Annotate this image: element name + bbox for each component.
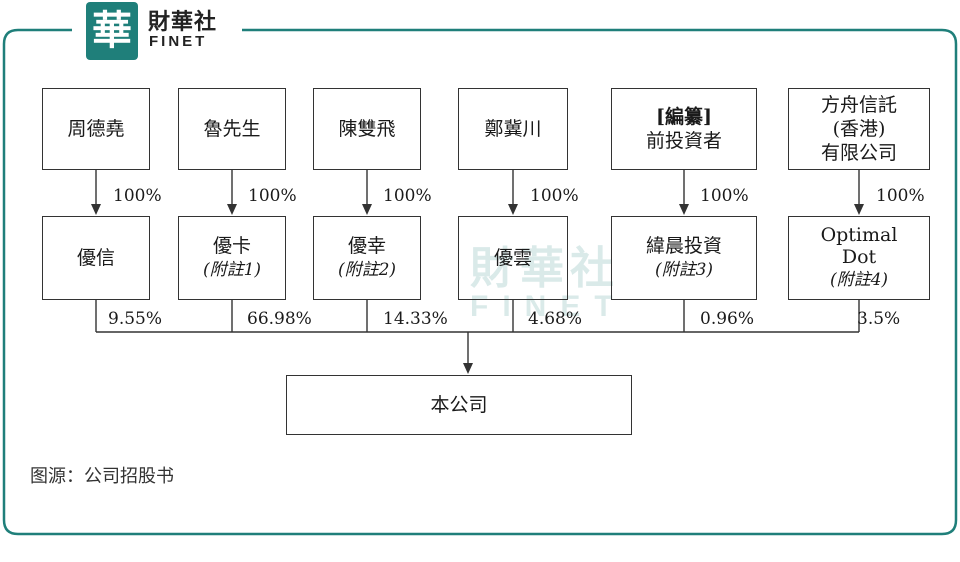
owner-arrowhead [679,204,689,215]
logo-text-en: FINET [149,33,208,50]
owner-box-2: 魯先生 [178,88,286,170]
owner-arrowhead [854,204,864,215]
owner-label: 鄭冀川 [484,118,542,140]
stake-pct-3: 14.33% [383,309,448,329]
holder-box-6: Optimal Dot (附註4) [788,216,930,300]
company-box: 本公司 [286,375,632,435]
frame-border [2,28,958,536]
holder-name: 緯晨投資 [645,235,722,257]
stake-pct-1: 9.55% [108,309,163,329]
source-caption: 图源：公司招股书 [30,466,174,487]
holder-box-2: 優卡 (附註1) [178,216,286,300]
holder-box-4: 優雲 [458,216,568,300]
owner-arrowhead [508,204,518,215]
holder-box-5: 緯晨投資 (附註3) [611,216,757,300]
owner-box-3: 陳雙飛 [313,88,421,170]
stake-pct-5: 0.96% [700,309,755,329]
owner-label: 有限公司 [820,142,897,164]
holder-box-1: 優信 [42,216,150,300]
stake-pct-6: 3.5% [857,309,901,329]
owner-pct-4: 100% [530,186,579,206]
holder-name: Optimal Dot [820,224,898,268]
owner-box-5: [編纂] 前投資者 [611,88,757,170]
watermark-en: FINET [470,290,627,323]
owner-box-1: 周德堯 [42,88,150,170]
holder-name: 優雲 [493,247,532,269]
holder-note: (附註4) [829,270,889,290]
owner-label: 魯先生 [203,118,261,140]
logo-mark: 華 [86,2,138,60]
owner-pct-1: 100% [113,186,162,206]
owner-label: 前投資者 [645,130,722,152]
owner-arrowhead [362,204,372,215]
owner-pct-3: 100% [383,186,432,206]
owner-box-4: 鄭冀川 [458,88,568,170]
owner-pct-2: 100% [248,186,297,206]
connector-lines [91,170,864,374]
owner-box-6: 方舟信託 (香港) 有限公司 [788,88,930,170]
owner-label: 陳雙飛 [338,118,396,140]
logo-text-cn: 財華社 [148,10,218,35]
stake-pct-2: 66.98% [247,309,312,329]
owner-label: [編纂] [656,106,712,128]
holder-note: (附註2) [337,260,397,280]
holder-note: (附註3) [654,260,714,280]
watermark-cn: 財華社 [470,243,620,294]
holder-name: 優卡 [212,235,251,257]
stake-pct-4: 4.68% [528,309,583,329]
owner-pct-6: 100% [876,186,925,206]
owner-label: 周德堯 [67,118,125,140]
outer-frame [2,28,958,536]
holder-box-3: 優幸 (附註2) [313,216,421,300]
owner-pct-5: 100% [700,186,749,206]
company-label: 本公司 [430,394,488,416]
holder-note: (附註1) [202,260,262,280]
holder-name: 優信 [76,247,115,269]
company-arrowhead [463,363,473,374]
owner-arrowhead [227,204,237,215]
holder-name: 優幸 [347,235,386,257]
finet-logo: 華 財華社 FINET [72,0,242,64]
owner-label: (香港) [832,118,886,140]
owner-arrowhead [91,204,101,215]
owner-label: 方舟信託 [820,94,897,116]
